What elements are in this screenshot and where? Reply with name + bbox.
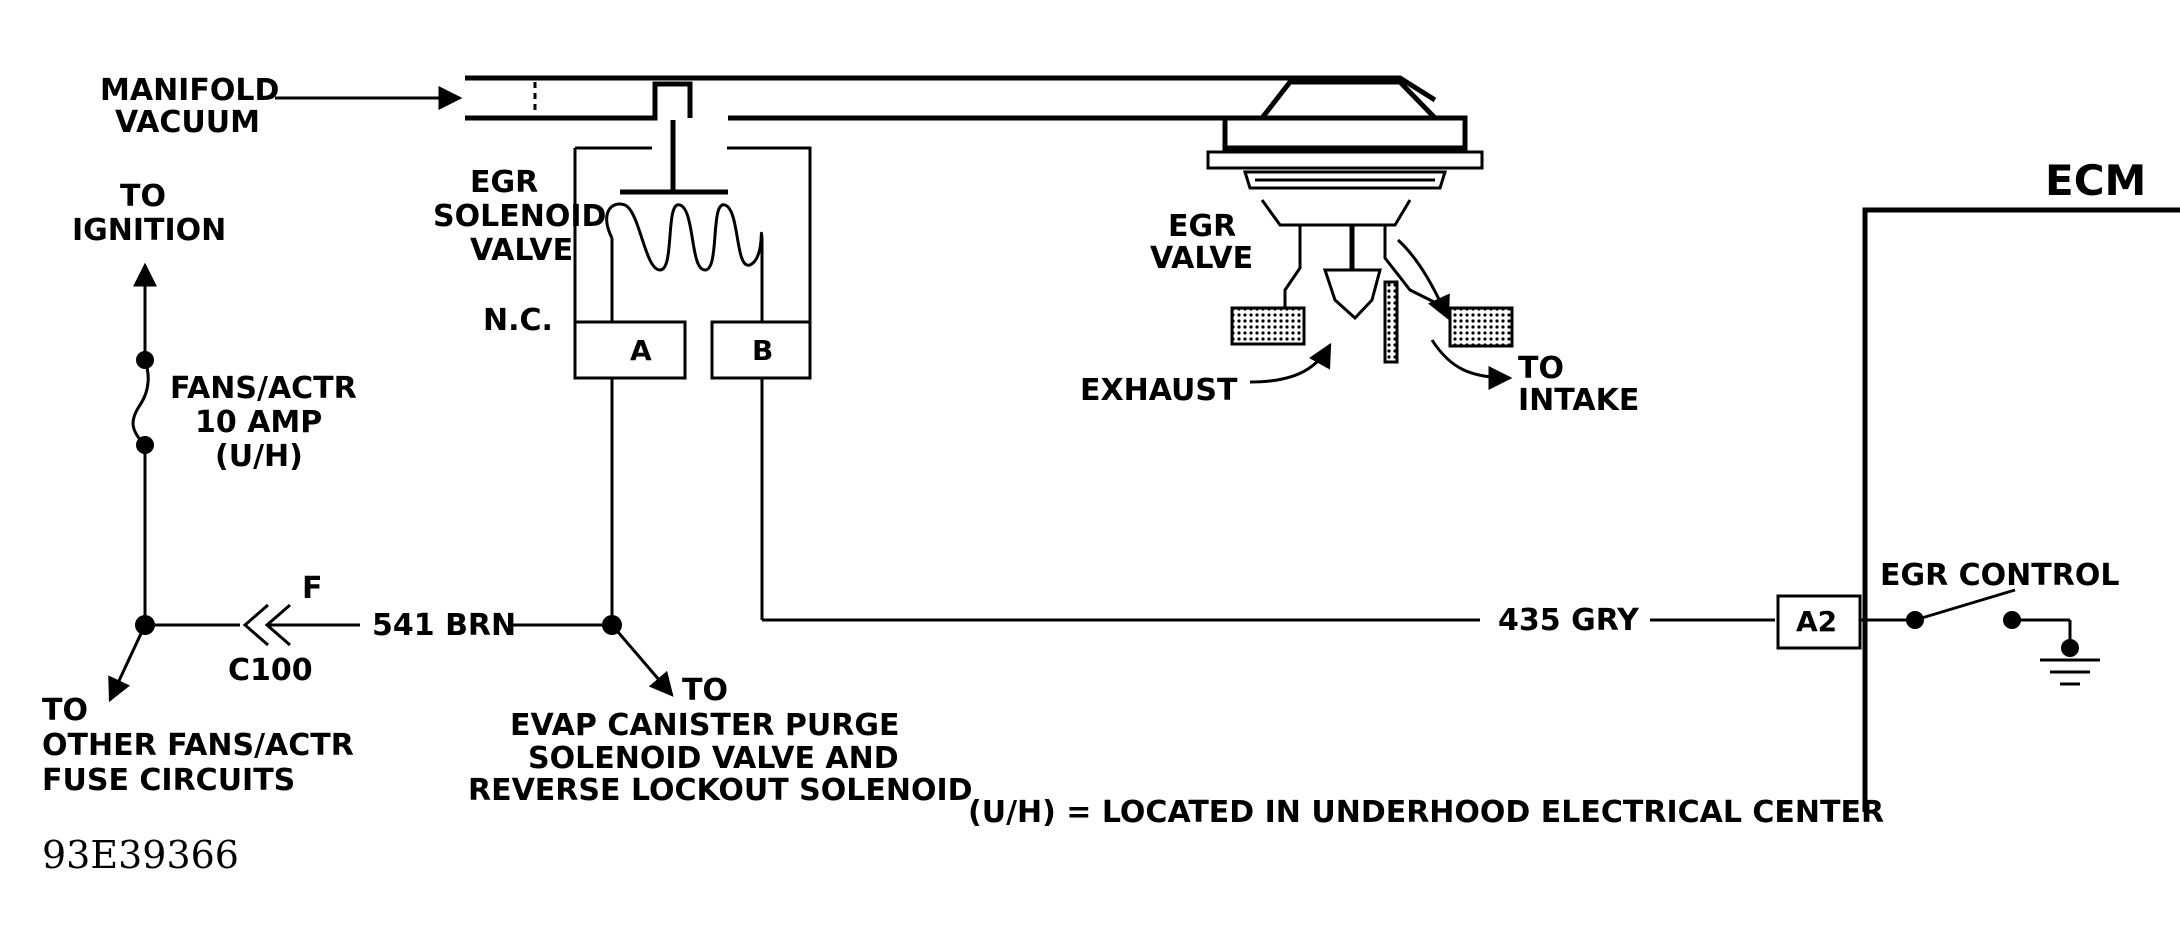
wire-541-brn [510, 378, 674, 697]
exhaust-label: EXHAUST [1080, 373, 1238, 408]
normally-closed-label: N.C. [483, 303, 553, 338]
pin-b-label: B [752, 334, 773, 367]
manifold-vacuum-label: MANIFOLD VACUUM [100, 73, 290, 140]
egr-valve [1206, 79, 1514, 364]
figure-code: 93E39366 [42, 833, 239, 877]
underhood-note: (U/H) = LOCATED IN UNDERHOOD ELECTRICAL … [968, 795, 1884, 830]
pin-a-label: A [630, 334, 652, 367]
egr-control-label: EGR CONTROL [1880, 558, 2119, 593]
ecm-label: ECM [2045, 156, 2146, 205]
fuse-label: FANS/ACTR 10 AMP (U/H) [170, 371, 367, 474]
wire-435-label: 435 GRY [1498, 603, 1640, 638]
exhaust-arrow [1249, 342, 1332, 384]
to-intake-arrow [1430, 339, 1513, 390]
c100-connector [242, 603, 360, 647]
to-ignition-label: TO IGNITION [72, 179, 226, 248]
c100-label: C100 [228, 653, 313, 688]
wire-541-label: 541 BRN [372, 608, 516, 643]
egr-solenoid-valve [573, 120, 812, 380]
pin-a2-label: A2 [1796, 605, 1837, 638]
to-other-fans-label: TO OTHER FANS/ACTR FUSE CIRCUITS [42, 693, 364, 798]
connector-f-label: F [302, 571, 323, 606]
ecm-module [1776, 207, 2180, 812]
to-intake-label: TO INTAKE [1518, 351, 1639, 418]
wire-435-gry [760, 378, 1775, 622]
ignition-feed-wire [131, 262, 157, 625]
egr-solenoid-label: EGR SOLENOID VALVE [433, 165, 617, 268]
vacuum-hose [465, 75, 1437, 121]
egr-valve-label: EGR VALVE [1150, 209, 1253, 276]
to-evap-label: TO EVAP CANISTER PURGE SOLENOID VALVE AN… [468, 673, 973, 808]
splice-node [108, 615, 240, 703]
